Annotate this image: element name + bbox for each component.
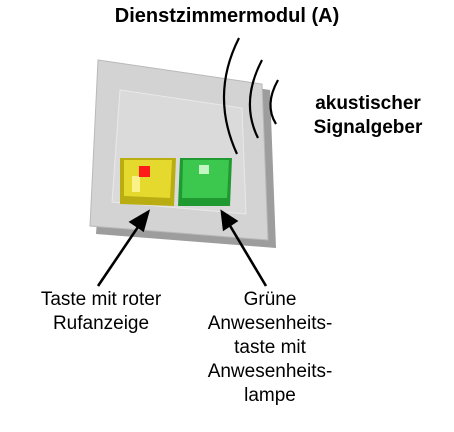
pointer-arrows [96, 209, 268, 287]
caption-line: lampe [244, 385, 296, 406]
signal-arc-1 [222, 37, 240, 155]
caption-line: Grüne [243, 289, 297, 310]
presence-button [178, 158, 232, 206]
signal-label-line: Signalgeber [313, 117, 423, 138]
call-button-face [124, 160, 172, 198]
caption-line: Anwesenheits- [207, 361, 333, 382]
acoustic-signal-arcs [222, 37, 279, 155]
caption-line: Taste mit roter [40, 289, 162, 310]
signal-label-line: akustischer [315, 93, 421, 114]
presence-button-face [182, 160, 229, 198]
signal-arc-3 [269, 79, 279, 125]
right-arrow-head [220, 209, 239, 232]
caption-line: Rufanzeige [52, 313, 150, 334]
caption-line: Anwesenheits- [207, 313, 333, 334]
call-button [120, 158, 176, 206]
acoustic-signal-label: akustischer Signalgeber [292, 92, 444, 140]
caption-line: taste mit [234, 337, 306, 358]
diagram-title: Dienstzimmermodul (A) [114, 5, 340, 27]
left-arrow-head [128, 209, 151, 233]
red-indicator [139, 166, 150, 177]
signal-arc-2 [248, 59, 263, 139]
presence-button-caption: Grüne Anwesenheits- taste mit Anwesenhei… [186, 288, 354, 408]
left-arrow-line [96, 223, 142, 287]
call-button-highlight [132, 176, 140, 192]
right-arrow-line [227, 223, 268, 287]
call-button-caption: Taste mit roter Rufanzeige [8, 288, 194, 336]
presence-lamp [199, 165, 209, 174]
